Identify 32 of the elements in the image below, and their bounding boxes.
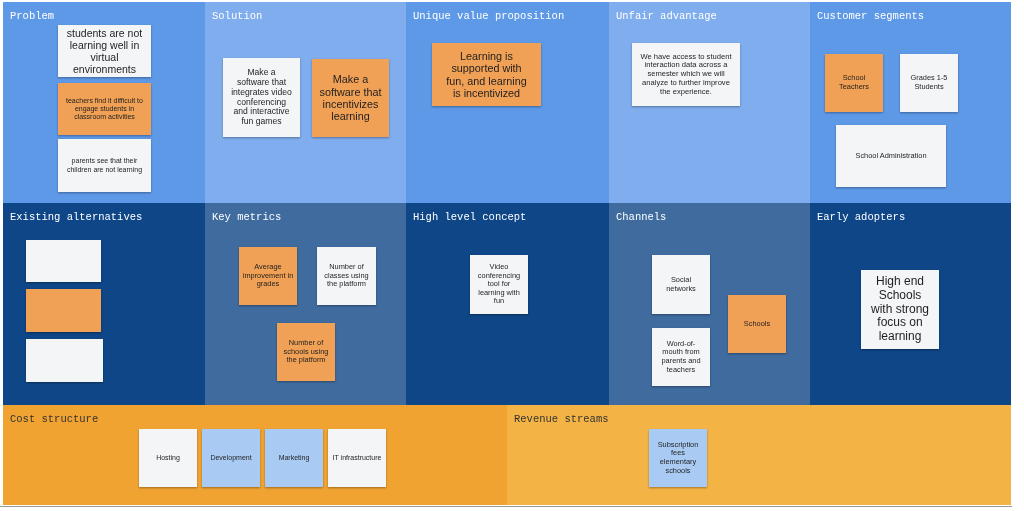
section-heading: Unique value proposition: [413, 10, 565, 22]
sticky-note: [26, 339, 103, 382]
sticky-note: Make a software that integrates video conferencing and interactive fun games: [223, 58, 300, 137]
section-heading: Existing alternatives: [10, 211, 143, 223]
section-heading: Early adopters: [817, 211, 906, 223]
canvas-section: [406, 2, 609, 203]
section-heading: High level concept: [413, 211, 527, 223]
section-heading: Channels: [616, 211, 667, 223]
canvas-section: [205, 203, 406, 405]
sticky-note: Learning is supported with fun, and learning is incentivized: [432, 43, 541, 106]
canvas-section: [3, 203, 205, 405]
sticky-note: Make a software that incentivizes learning: [312, 59, 389, 137]
section-heading: Unfair advantage: [616, 10, 717, 22]
canvas-section: [507, 405, 1011, 505]
canvas-section: [205, 2, 406, 203]
canvas-section: [3, 405, 507, 505]
canvas-section: [609, 203, 810, 405]
canvas-section: [810, 2, 1011, 203]
section-heading: Solution: [212, 10, 263, 22]
section-heading: Problem: [10, 10, 55, 22]
section-heading: Key metrics: [212, 211, 282, 223]
canvas-section: [3, 2, 205, 203]
section-heading: Cost structure: [10, 413, 99, 425]
canvas-section: [609, 2, 810, 203]
sticky-note: [26, 289, 101, 332]
sticky-note: [26, 240, 101, 282]
canvas-section: [810, 203, 1011, 405]
sticky-note: High end Schools with strong focus on learning: [861, 270, 939, 349]
section-heading: Revenue streams: [514, 413, 609, 425]
sticky-note: students are not learning well in virtual environments: [58, 25, 151, 77]
canvas-section: [406, 203, 609, 405]
section-heading: Customer segments: [817, 10, 925, 22]
